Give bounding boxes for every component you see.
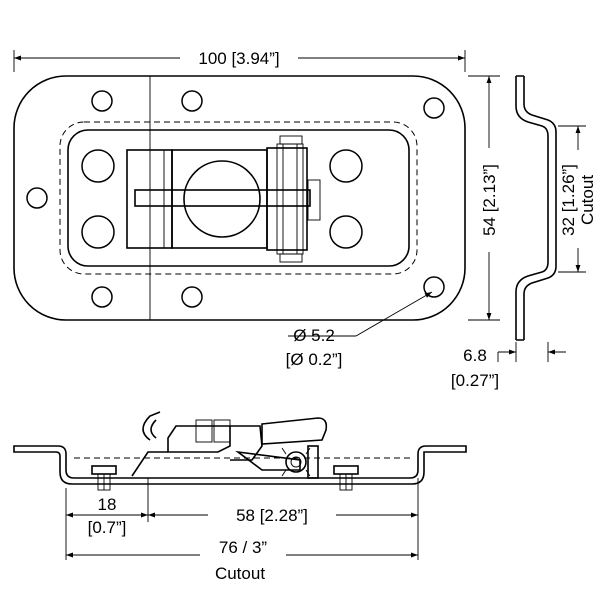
width-label: 100 [3.94”] bbox=[198, 49, 279, 68]
width-dimension: 100 [3.94”] bbox=[13, 49, 466, 72]
cutout-dimension: 76 / 3” Cutout bbox=[66, 538, 418, 583]
hole-diameter-inch-label: [Ø 0.2”] bbox=[286, 350, 343, 369]
recess-outline bbox=[67, 129, 410, 267]
front-profile bbox=[13, 445, 467, 485]
side-cutout-value-label: 32 [1.26”] bbox=[559, 164, 578, 236]
mounting-plate-outline bbox=[13, 75, 466, 321]
depth-dimension: 6.8 [0.27”] bbox=[451, 342, 566, 390]
rivet-hole bbox=[329, 149, 363, 183]
mounting-hole bbox=[91, 90, 113, 112]
side-view: 32 [1.26”] Cutout 6.8 [0.27”] bbox=[451, 75, 597, 390]
rivet-hole bbox=[81, 149, 115, 183]
side-cutout-dimension: 32 [1.26”] Cutout bbox=[558, 125, 597, 273]
hole-diameter-label: Ø 5.2 bbox=[293, 326, 335, 345]
hole-diameter-callout: Ø 5.2 [Ø 0.2”] bbox=[286, 291, 433, 369]
top-view: 100 [3.94”] 54 [2.13”] Ø 5.2 [Ø 0.2”] bbox=[13, 49, 500, 369]
mounting-hole bbox=[91, 286, 113, 308]
side-profile bbox=[515, 75, 557, 341]
rivet-hole bbox=[81, 215, 115, 249]
cutout-value-label: 76 / 3” bbox=[219, 538, 268, 557]
mounting-hole bbox=[181, 90, 203, 112]
height-dimension: 54 [2.13”] bbox=[468, 75, 500, 321]
height-label: 54 [2.13”] bbox=[480, 164, 499, 236]
latch-mechanism bbox=[126, 135, 321, 263]
front-rivet-right bbox=[333, 465, 359, 491]
mounting-hole bbox=[423, 276, 445, 298]
mounting-hole bbox=[181, 286, 203, 308]
cutout-word-label: Cutout bbox=[215, 564, 265, 583]
front-rivet-left bbox=[91, 465, 117, 491]
recess-dashed-outline bbox=[59, 121, 418, 275]
side-cutout-word-label: Cutout bbox=[578, 175, 597, 225]
span-dimension: 58 [2.28”] bbox=[148, 478, 419, 560]
rivet-hole bbox=[329, 215, 363, 249]
span-label: 58 [2.28”] bbox=[236, 506, 308, 525]
mounting-hole bbox=[26, 187, 48, 209]
depth-label: 6.8 bbox=[463, 346, 487, 365]
depth-inch-label: [0.27”] bbox=[451, 371, 499, 390]
front-view: 18 [0.7”] 58 [2.28”] 76 / 3” Cutout bbox=[13, 411, 467, 583]
offset-label: 18 bbox=[98, 495, 117, 514]
offset-inch-label: [0.7”] bbox=[88, 518, 127, 537]
mounting-hole bbox=[423, 97, 445, 119]
front-latch-mechanism bbox=[131, 411, 328, 479]
